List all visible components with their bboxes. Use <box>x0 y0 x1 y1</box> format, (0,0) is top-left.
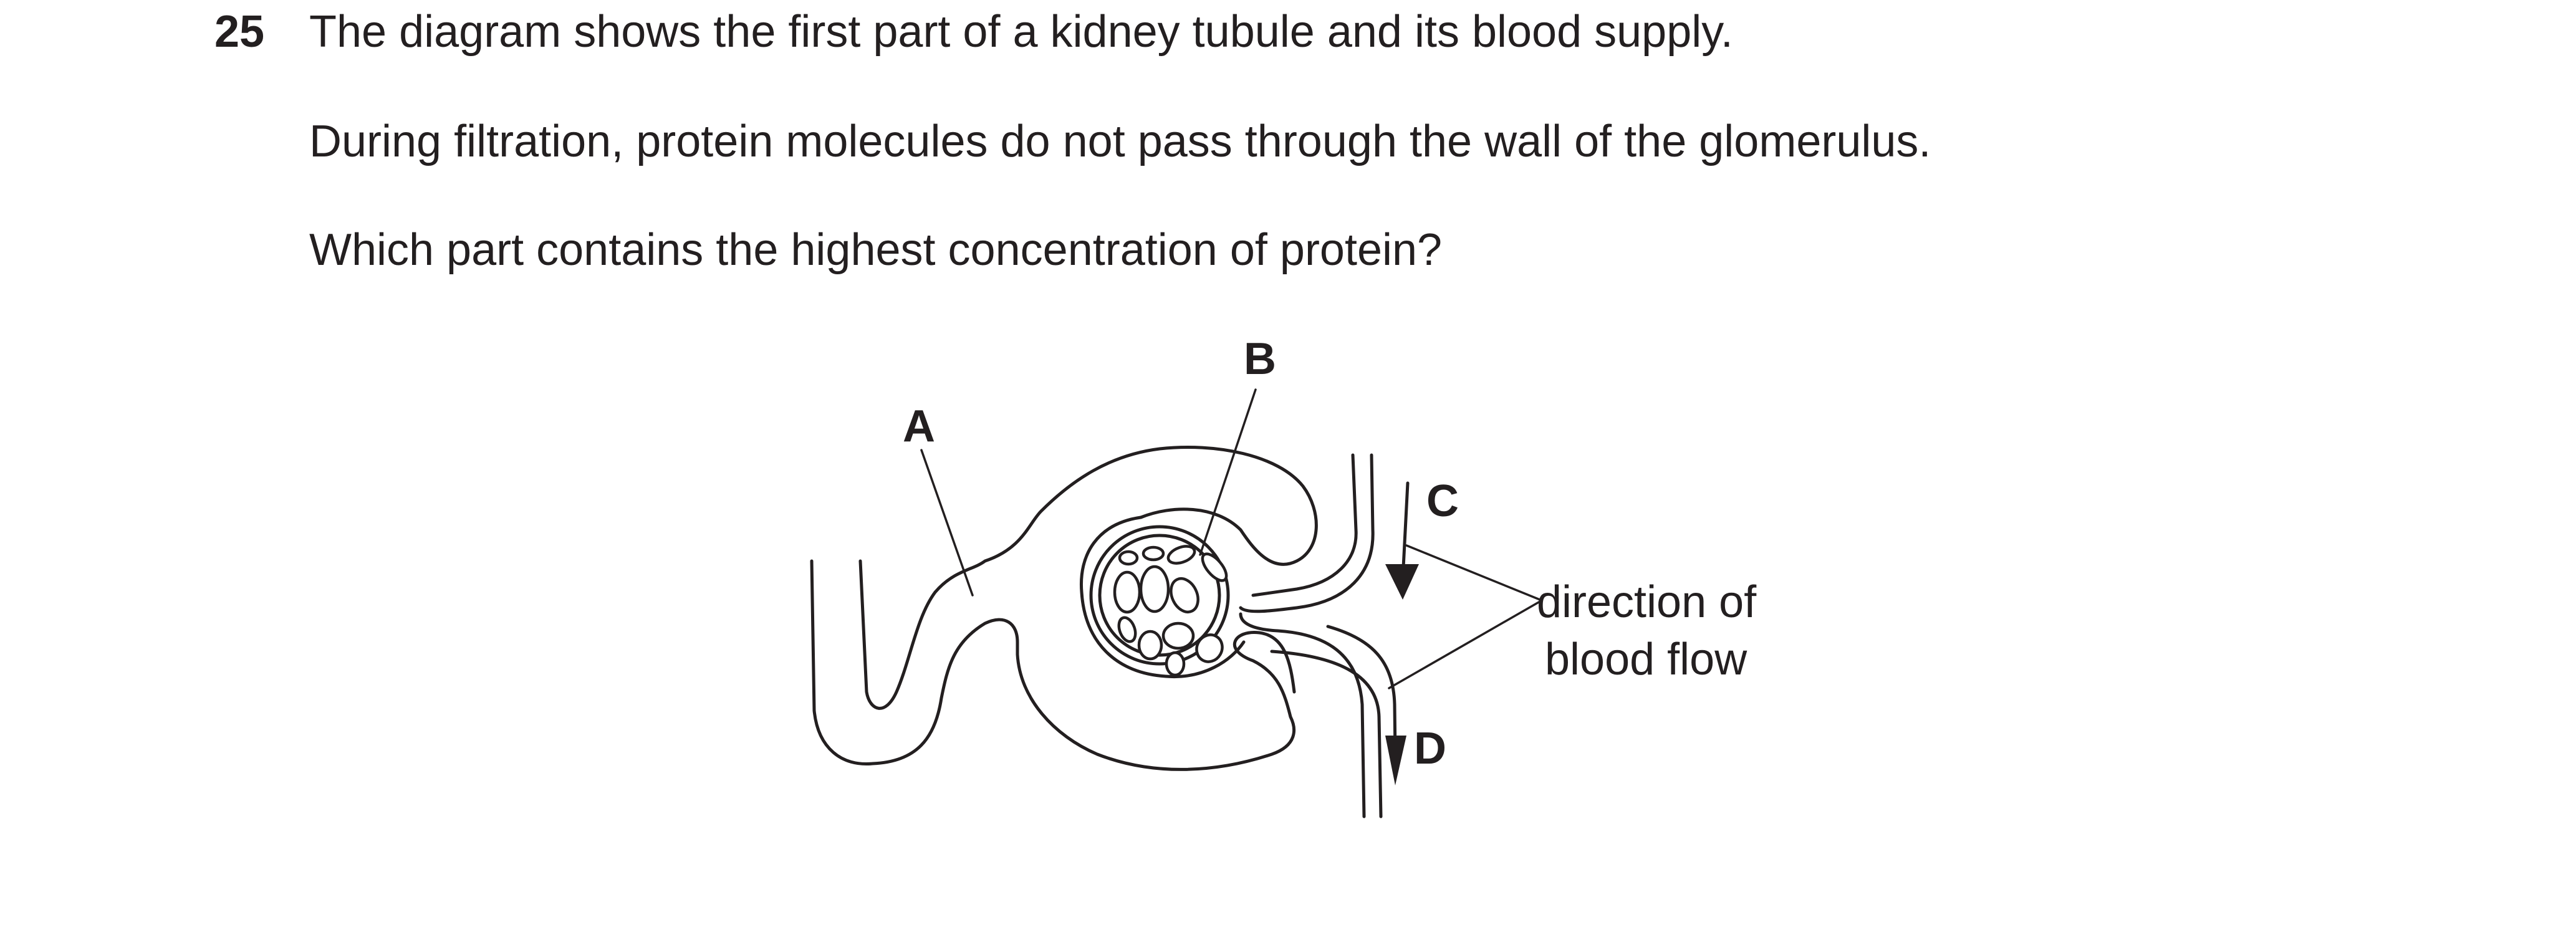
question-number: 25 <box>214 7 265 57</box>
afferent-arteriole <box>1239 453 1375 613</box>
arrow-c-shaft <box>1401 481 1410 582</box>
label-a: A <box>903 401 935 451</box>
leader-flow-upper <box>1405 544 1541 601</box>
leader-flow-lower <box>1388 600 1541 689</box>
question-stem-line-2: During filtration, protein molecules do … <box>309 117 1931 166</box>
efferent-arteriole <box>1239 612 1383 818</box>
tubule-outline <box>810 446 1318 771</box>
arrow-d-shaft <box>1326 625 1397 756</box>
label-b: B <box>1244 334 1276 384</box>
question-stem-line-1: The diagram shows the first part of a ki… <box>309 7 1733 57</box>
annotation-line-1: direction of <box>1537 577 1757 627</box>
annotation-line-2: blood flow <box>1545 635 1747 684</box>
leader-b <box>1199 388 1257 556</box>
leader-a <box>920 449 974 597</box>
glomerulus <box>1089 525 1230 677</box>
question-stem-line-3: Which part contains the highest concentr… <box>309 225 1443 275</box>
label-c: C <box>1426 476 1459 526</box>
label-d: D <box>1414 724 1446 774</box>
arrow-c-head <box>1385 564 1419 600</box>
arrow-d-head <box>1385 736 1406 785</box>
